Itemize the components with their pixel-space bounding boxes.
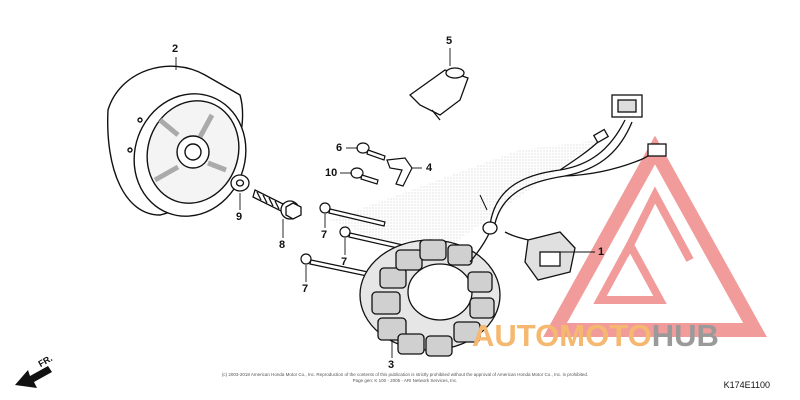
- callout-3: 3: [388, 359, 395, 371]
- callout-5: 5: [446, 35, 453, 47]
- copyright-line-1: (c) 2003-2018 American Honda Motor Co., …: [221, 372, 589, 377]
- diagram-code: K174E1100: [723, 380, 770, 390]
- bracket-5: [408, 67, 469, 121]
- callout-7c: 7: [302, 283, 309, 295]
- dotted-background-shading: [330, 140, 600, 260]
- bolt-10: [350, 167, 379, 185]
- callout-4: 4: [426, 162, 433, 174]
- watermark-hub: HUB: [651, 318, 719, 353]
- callout-8: 8: [279, 239, 286, 251]
- flywheel-rotor: [107, 65, 247, 217]
- wire-clamp-4: [386, 157, 413, 187]
- callout-9: 9: [236, 211, 243, 223]
- front-arrow-icon: [15, 366, 52, 388]
- watermark-moto: MOTO: [559, 318, 652, 353]
- callout-7b: 7: [341, 256, 348, 268]
- flange-bolt-8: [252, 189, 302, 220]
- leader-lines: [175, 48, 595, 358]
- callout-2: 2: [172, 43, 179, 55]
- copyright-line-2: Page gen: K 100 - 2005 - ARI Network Ser…: [352, 377, 458, 383]
- copyright-notice: (c) 2003-2018 American Honda Motor Co., …: [215, 372, 595, 384]
- callout-7a: 7: [321, 229, 328, 241]
- long-bolts-7: [300, 202, 404, 277]
- washer-9: [230, 174, 250, 192]
- callout-1: 1: [598, 246, 605, 258]
- callout-6: 6: [336, 142, 343, 154]
- watermark-text: AUTOMOTOHUB: [472, 318, 719, 354]
- stator-3: [359, 224, 501, 357]
- watermark-auto: AUTO: [472, 318, 560, 353]
- bolt-6: [356, 142, 386, 161]
- watermark-logo: [543, 135, 767, 337]
- wiring-harness-1: [479, 94, 667, 281]
- callout-10: 10: [325, 167, 338, 179]
